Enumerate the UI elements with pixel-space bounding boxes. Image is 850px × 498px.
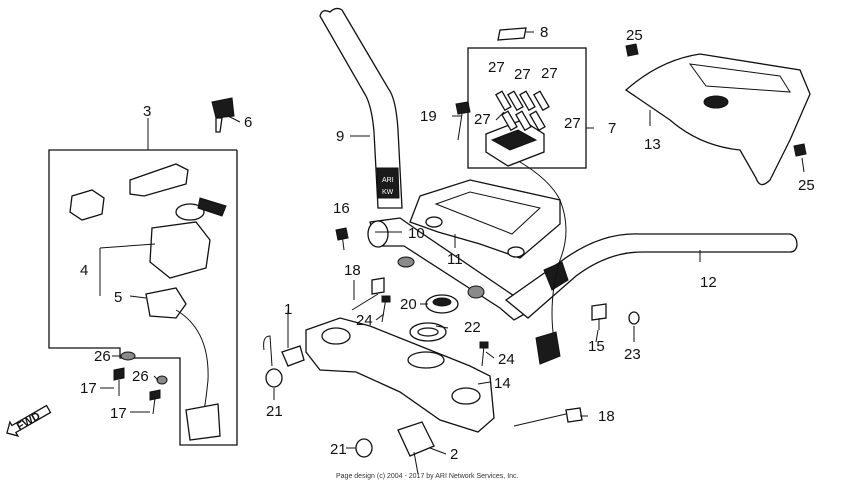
callout-2: 2 bbox=[450, 446, 458, 463]
cap-nut-lower[interactable] bbox=[355, 438, 373, 458]
bolt-25-upper[interactable] bbox=[625, 43, 639, 57]
svg-text:ARI: ARI bbox=[382, 177, 394, 184]
bolt-24-lower[interactable] bbox=[479, 341, 489, 367]
callout-1: 1 bbox=[284, 301, 292, 318]
callout-14: 14 bbox=[494, 375, 511, 392]
bolt-18-upper[interactable] bbox=[351, 277, 385, 311]
callout-18-a: 18 bbox=[344, 262, 361, 279]
callout-23: 23 bbox=[624, 346, 641, 363]
callout-27-d: 27 bbox=[474, 111, 491, 128]
callout-27-c: 27 bbox=[541, 65, 558, 82]
callout-20: 20 bbox=[400, 296, 417, 313]
callout-21-b: 21 bbox=[330, 441, 347, 458]
ignition-switch-group-frame bbox=[48, 149, 238, 446]
callout-8: 8 bbox=[540, 24, 548, 41]
switch-wiring[interactable] bbox=[145, 287, 221, 441]
bolt-19[interactable] bbox=[455, 101, 471, 141]
callout-19: 19 bbox=[420, 108, 437, 125]
callout-4: 4 bbox=[80, 262, 88, 279]
callout-13: 13 bbox=[644, 136, 661, 153]
callout-24-b: 24 bbox=[498, 351, 515, 368]
left-handlebar[interactable]: ARI KW bbox=[319, 7, 403, 209]
callout-24-a: 24 bbox=[356, 312, 373, 329]
washer-ring[interactable] bbox=[409, 322, 447, 342]
callout-12: 12 bbox=[700, 274, 717, 291]
bolt-24-upper[interactable] bbox=[381, 295, 391, 323]
forward-direction-arrow: FWD bbox=[6, 404, 52, 437]
copyright-notice: Page design (c) 2004 - 2017 by ARI Netwo… bbox=[336, 473, 519, 480]
callout-6: 6 bbox=[244, 114, 252, 131]
lower-clamp[interactable] bbox=[397, 421, 435, 475]
handlebar[interactable] bbox=[504, 233, 798, 319]
bolt-18-lower[interactable] bbox=[513, 407, 583, 427]
callout-25-b: 25 bbox=[798, 177, 815, 194]
holder-u-bolt[interactable] bbox=[263, 335, 305, 367]
callout-21-a: 21 bbox=[266, 403, 283, 420]
bolt-25-lower[interactable] bbox=[793, 143, 807, 157]
callout-16: 16 bbox=[333, 200, 350, 217]
right-handlebar-bar[interactable] bbox=[367, 217, 529, 321]
callout-27-b: 27 bbox=[514, 66, 531, 83]
leader-lines bbox=[99, 31, 805, 455]
callout-9: 9 bbox=[336, 128, 344, 145]
callout-10: 10 bbox=[408, 225, 425, 242]
washer-26-upper[interactable] bbox=[120, 351, 136, 361]
switch-bracket[interactable] bbox=[69, 163, 189, 221]
callout-18-b: 18 bbox=[598, 408, 615, 425]
callout-25-a: 25 bbox=[626, 27, 643, 44]
forward-direction-label: FWD bbox=[15, 410, 43, 433]
callout-17-a: 17 bbox=[80, 380, 97, 397]
fuse-set[interactable] bbox=[495, 90, 550, 132]
callout-27-a: 27 bbox=[488, 59, 505, 76]
cap-nut-left[interactable] bbox=[265, 368, 283, 388]
lower-holder[interactable] bbox=[305, 317, 495, 433]
washer-23[interactable] bbox=[628, 311, 640, 325]
bolt-17-upper[interactable] bbox=[113, 367, 125, 396]
washer-nut[interactable] bbox=[425, 294, 459, 314]
bolt-17-lower[interactable] bbox=[149, 389, 161, 415]
svg-text:KW: KW bbox=[382, 189, 394, 196]
callout-17-b: 17 bbox=[110, 405, 127, 422]
label-sticker[interactable] bbox=[497, 27, 527, 41]
bolt-15[interactable] bbox=[591, 303, 607, 330]
callout-26-b: 26 bbox=[132, 368, 149, 385]
callout-27-e: 27 bbox=[564, 115, 581, 132]
callout-26-a: 26 bbox=[94, 348, 111, 365]
callout-11: 11 bbox=[447, 251, 463, 268]
callout-5: 5 bbox=[114, 289, 122, 306]
callout-22: 22 bbox=[464, 319, 481, 336]
handlebar-cover[interactable] bbox=[624, 53, 811, 186]
ignition-switch[interactable] bbox=[149, 197, 227, 279]
callout-15: 15 bbox=[588, 338, 605, 355]
handlebar-upper-holder[interactable] bbox=[409, 179, 561, 259]
washer-26-lower[interactable] bbox=[156, 375, 168, 385]
callout-3: 3 bbox=[143, 103, 151, 120]
callout-7: 7 bbox=[608, 120, 616, 137]
ignition-key[interactable] bbox=[211, 97, 235, 133]
